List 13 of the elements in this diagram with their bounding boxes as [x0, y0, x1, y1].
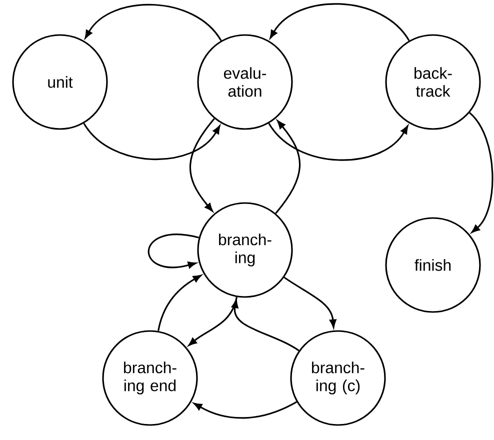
arrow — [188, 296, 238, 346]
arrow — [158, 274, 202, 332]
arrow — [268, 122, 408, 161]
arrow — [275, 120, 300, 214]
arrow — [284, 276, 336, 328]
arrow — [232, 300, 300, 352]
arrow — [194, 401, 297, 419]
arrow — [190, 118, 215, 212]
arrow — [83, 122, 220, 160]
arrow — [469, 112, 494, 233]
arrow — [270, 3, 410, 42]
arrow — [84, 4, 222, 42]
arrow — [148, 234, 199, 268]
